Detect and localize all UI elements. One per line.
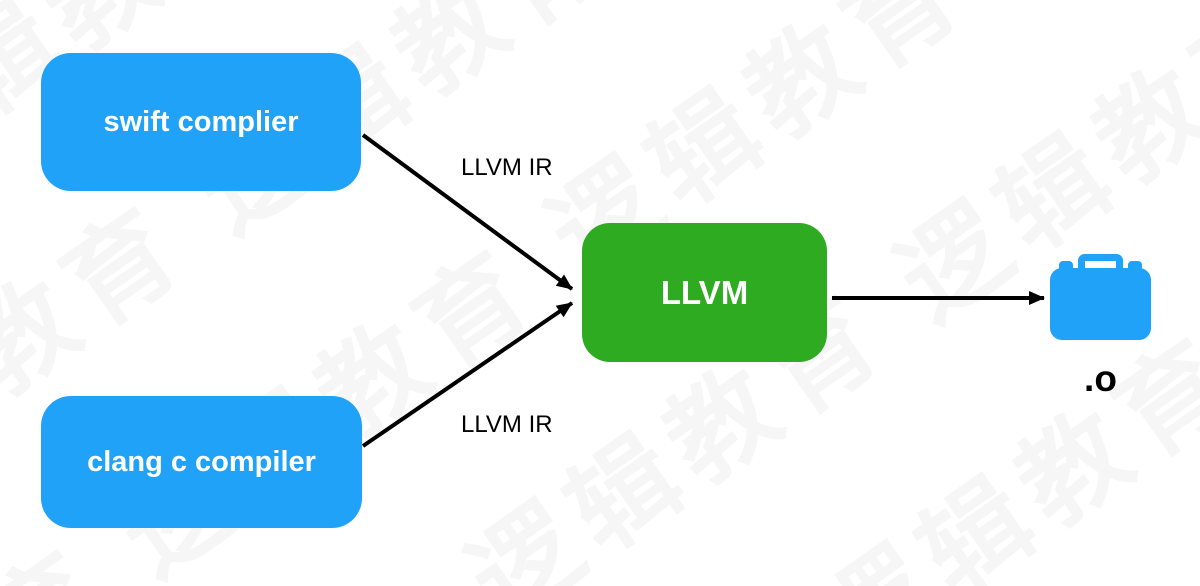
- edge-label-llvm-ir-top: LLVM IR: [461, 154, 553, 181]
- node-clang-c-compiler-label: clang c compiler: [87, 445, 316, 478]
- briefcase-icon: [1050, 254, 1151, 340]
- node-swift-compiler: swift complier: [41, 53, 361, 191]
- edge-label-llvm-ir-bottom: LLVM IR: [461, 411, 553, 438]
- node-llvm-label: LLVM: [660, 273, 749, 311]
- briefcase-latch-left: [1059, 261, 1073, 271]
- briefcase-body: [1050, 268, 1151, 340]
- briefcase-latch-right: [1128, 261, 1142, 271]
- node-clang-c-compiler: clang c compiler: [41, 396, 362, 528]
- object-file-label: .o: [1084, 358, 1117, 399]
- node-swift-compiler-label: swift complier: [103, 105, 299, 138]
- arrow-swift-to-llvm: [361, 133, 574, 291]
- arrow-clang-to-llvm: [361, 301, 574, 448]
- node-llvm: LLVM: [582, 223, 827, 362]
- briefcase-handle: [1078, 254, 1123, 273]
